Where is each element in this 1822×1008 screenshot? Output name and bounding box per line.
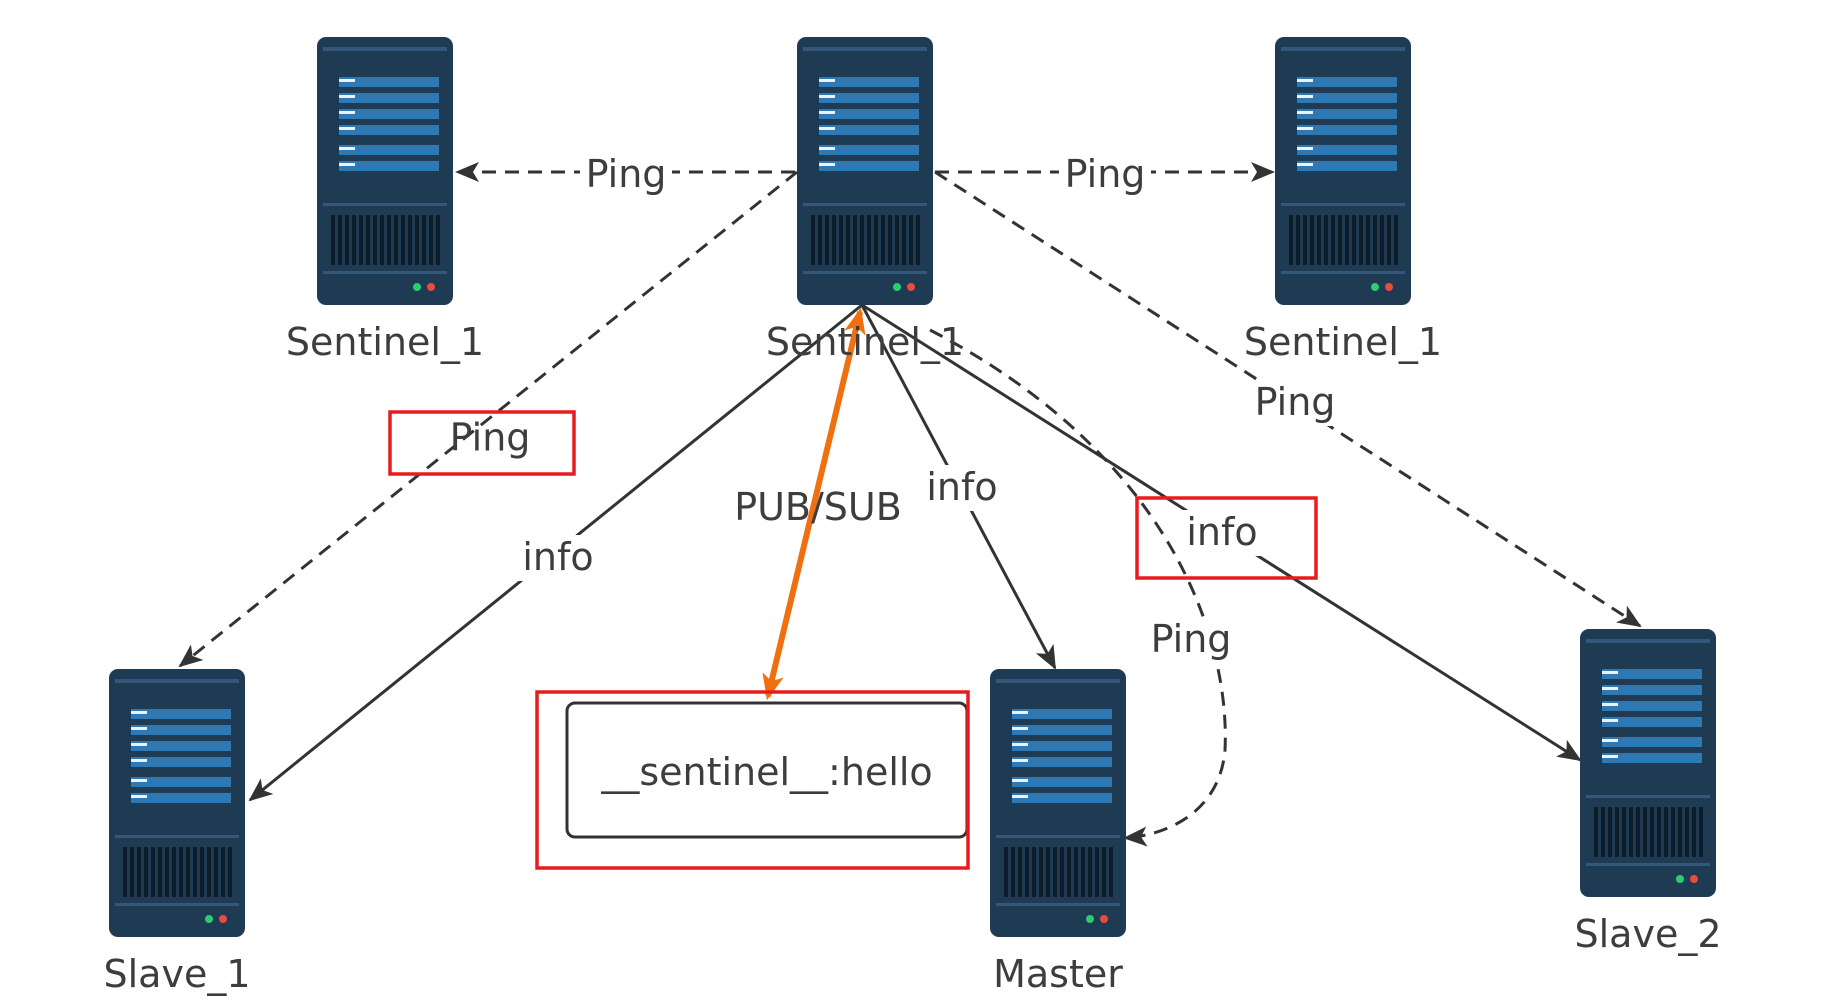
node-sentinel-right: Sentinel_1 <box>1244 37 1442 364</box>
server-icon <box>1275 37 1411 305</box>
node-label: Master <box>993 952 1123 996</box>
node-slave-1: Slave_1 <box>103 669 251 996</box>
node-label: Slave_1 <box>103 952 250 996</box>
node-channel: __sentinel__:hello <box>565 701 969 839</box>
edge-label: Ping <box>586 152 667 196</box>
edge-label: Ping <box>1255 380 1336 424</box>
node-slave-2: Slave_2 <box>1574 629 1722 956</box>
edge-info-slave-1: info <box>248 303 863 802</box>
edge-label: Ping <box>1065 152 1146 196</box>
edge-ping-slave-1 <box>178 170 798 668</box>
edge-label: PUB/SUB <box>734 485 902 529</box>
node-label: Sentinel_1 <box>1244 320 1442 364</box>
channel-label: __sentinel__:hello <box>600 750 932 794</box>
edge-ping-sentinel-left: Ping <box>455 150 795 196</box>
edge-label: Ping <box>450 415 531 459</box>
edge-ping-master: Ping <box>929 328 1239 847</box>
edge-ping-sentinel-right: Ping <box>935 150 1275 196</box>
node-sentinel-center: Sentinel_1 <box>766 37 964 364</box>
edge-info-slave-2: info <box>861 303 1582 762</box>
server-icon <box>109 669 245 937</box>
highlight-ping-label: Ping <box>388 410 576 476</box>
server-icon <box>797 37 933 305</box>
highlight-channel <box>535 690 970 870</box>
server-icon <box>990 669 1126 937</box>
highlight-info-label <box>1135 496 1318 580</box>
edge-label: Ping <box>1151 617 1232 661</box>
server-icon <box>317 37 453 305</box>
edge-label: info <box>1186 510 1257 554</box>
node-label: Slave_2 <box>1574 912 1721 956</box>
node-master: Master <box>990 669 1126 996</box>
edge-pubsub: PUB/SUB <box>734 307 902 701</box>
edge-label: info <box>522 535 593 579</box>
node-label: Sentinel_1 <box>766 320 964 364</box>
edge-ping-slave-2: Ping <box>934 170 1642 628</box>
node-sentinel-left: Sentinel_1 <box>286 37 484 364</box>
edge-label: info <box>926 465 997 509</box>
node-label: Sentinel_1 <box>286 320 484 364</box>
edge-info-master: info <box>860 304 1057 670</box>
server-icon <box>1580 629 1716 897</box>
